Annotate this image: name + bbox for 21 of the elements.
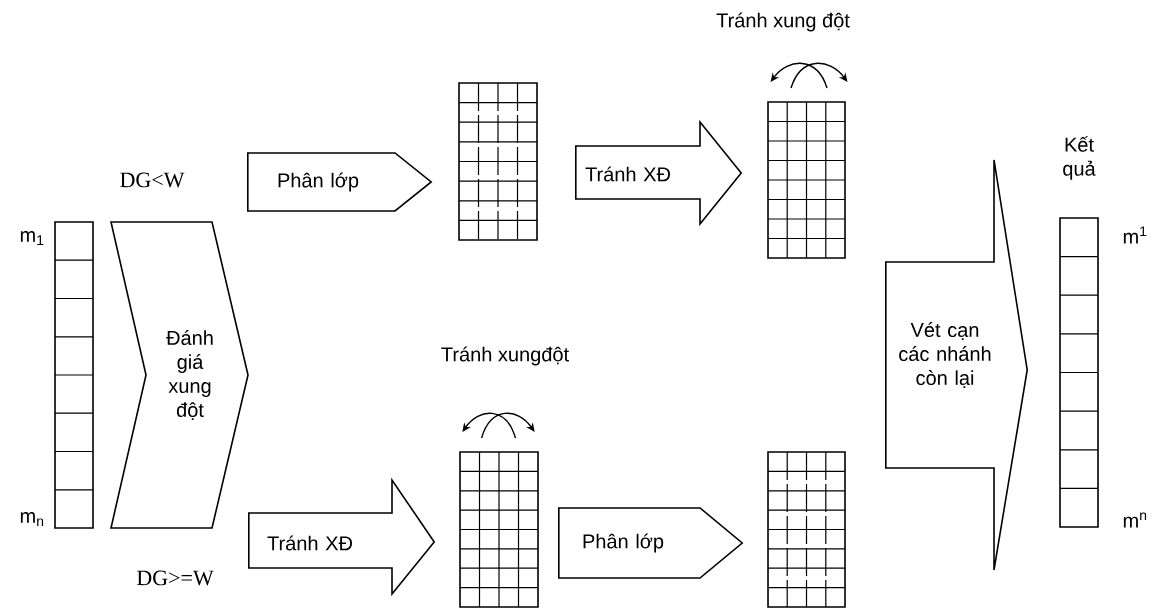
pentagon-arrow <box>558 507 744 579</box>
grid-drawing <box>458 82 538 241</box>
edge-label: Phân lớp <box>583 533 664 553</box>
edge-label: Phân lớp <box>278 172 359 192</box>
block-arrow <box>575 119 743 227</box>
side-label: m$^{n}$ <box>1123 512 1147 528</box>
side-label: m$_{1}$ <box>20 231 44 245</box>
side-label: Tránh xung đột <box>716 12 850 32</box>
pentagon-arrow <box>247 152 433 212</box>
block-arrow <box>248 477 436 597</box>
edge-label: Tránh XĐ <box>585 166 670 182</box>
edge-label: Tránh XĐ <box>267 535 352 551</box>
block-arrow <box>885 159 1029 571</box>
side-label: m$_{n}$ <box>20 512 44 526</box>
branch-label: DG<W <box>120 172 185 188</box>
edge-label: Vét cạn các nhánh còn lại <box>899 322 991 388</box>
heading: Kết quả <box>1063 136 1096 180</box>
side-label: Tránh xungđột <box>441 346 569 366</box>
grid-drawing <box>767 451 846 608</box>
branch-label: DG>=W <box>136 570 214 586</box>
side-label: m$^{1}$ <box>1123 226 1147 244</box>
